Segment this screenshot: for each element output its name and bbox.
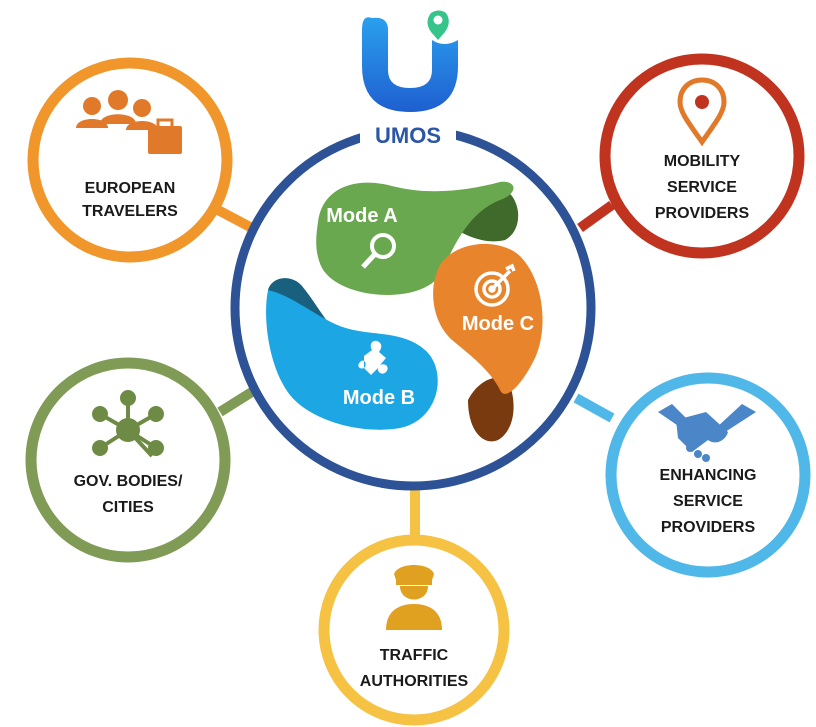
mode-c-shape	[433, 243, 543, 394]
esp-label-line-2: SERVICE	[673, 493, 743, 510]
mode-b-shadow	[268, 278, 328, 322]
location-pin-icon	[677, 77, 727, 147]
magnifier-icon	[361, 233, 396, 269]
logo-u-shape	[362, 17, 458, 113]
police-officer-icon	[386, 565, 442, 630]
people-briefcase-icon	[76, 90, 182, 154]
connector-esp	[573, 393, 615, 423]
umos-label-bg	[360, 120, 456, 150]
mode-c: Mode C	[433, 243, 543, 442]
connector-msp	[577, 200, 615, 233]
umos-logo	[362, 10, 458, 113]
gov-label-line-2: CITIES	[102, 499, 154, 516]
esp-label-line-3: PROVIDERS	[661, 519, 756, 536]
mode-b-label: Mode B	[343, 387, 415, 409]
connector-travelers	[215, 205, 255, 233]
stakeholder-traffic: TRAFFIC AUTHORITIES	[318, 534, 510, 726]
travelers-label-line-1: EUROPEAN	[85, 180, 176, 197]
traffic-label-line-1: TRAFFIC	[380, 647, 449, 664]
mode-c-label: Mode C	[462, 313, 534, 335]
travelers-label-line-2: TRAVELERS	[82, 203, 178, 220]
connector-gov	[217, 385, 258, 417]
msp-ring	[599, 53, 805, 259]
umos-label: UMOS	[375, 123, 441, 148]
target-icon	[474, 263, 516, 307]
mode-a-label: Mode A	[326, 205, 397, 227]
gov-ring	[25, 357, 231, 563]
esp-ring	[605, 372, 811, 578]
stakeholder-msp: MOBILITY SERVICE PROVIDERS	[599, 53, 805, 259]
logo-pin-icon	[427, 10, 449, 40]
msp-label-line-1: MOBILITY	[664, 153, 741, 170]
puzzle-icon	[358, 340, 388, 375]
mode-b-shape	[266, 290, 438, 430]
stakeholder-gov: GOV. BODIES/ CITIES	[25, 357, 231, 563]
traffic-label-line-2: AUTHORITIES	[360, 673, 469, 690]
stakeholder-travelers: EUROPEAN TRAVELERS	[27, 57, 233, 263]
gov-label-line-1: GOV. BODIES/	[74, 473, 183, 490]
travelers-ring	[27, 57, 233, 263]
mode-a: Mode A	[316, 181, 519, 295]
msp-label-line-2: SERVICE	[667, 179, 737, 196]
handshake-icon	[658, 404, 756, 462]
mode-c-shadow	[468, 377, 514, 442]
stakeholder-esp: ENHANCING SERVICE PROVIDERS	[605, 372, 811, 578]
mode-b: Mode B	[266, 278, 438, 430]
esp-label-line-1: ENHANCING	[660, 467, 757, 484]
msp-label-line-3: PROVIDERS	[655, 205, 750, 222]
network-hub-icon	[92, 390, 164, 458]
